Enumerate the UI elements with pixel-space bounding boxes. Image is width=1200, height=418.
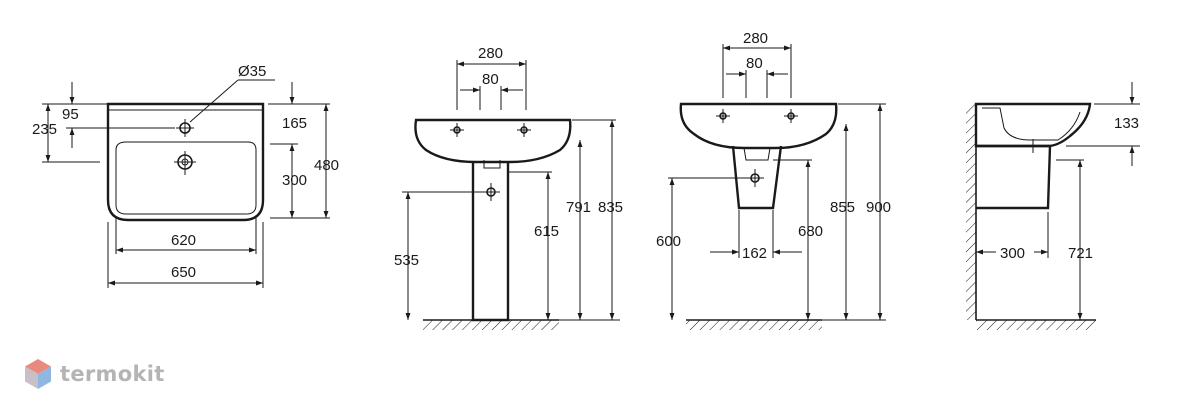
label-535: 535	[394, 252, 419, 269]
front-bowl-outline	[115, 141, 257, 215]
semi-basin	[679, 102, 838, 150]
label-721: 721	[1068, 245, 1093, 262]
label-133: 133	[1114, 115, 1139, 132]
label-680: 680	[798, 223, 823, 240]
wall-outlet-icon	[482, 183, 500, 201]
hole-leader	[189, 79, 239, 123]
side-outlet-icon	[1025, 139, 1041, 153]
label-280: 280	[743, 30, 768, 47]
label-615: 615	[534, 223, 559, 240]
semi-outlet-icon	[746, 169, 764, 187]
label-791: 791	[566, 199, 591, 216]
label-hole-diameter: Ø35	[238, 63, 266, 80]
pedestal-column	[471, 160, 510, 322]
side-bowl	[982, 107, 1081, 141]
label-620: 620	[171, 232, 196, 249]
side-wall-hatch	[966, 104, 976, 320]
label-300: 300	[1000, 245, 1025, 262]
semi-tap-right-icon	[784, 109, 798, 123]
label-280: 280	[478, 45, 503, 62]
front-view: Ø35 95 235 165 300 480 620 650	[32, 63, 339, 288]
side-pedestal	[976, 144, 1052, 210]
semi-tap-left-icon	[716, 109, 730, 123]
front-basin-outline	[106, 102, 265, 222]
label-165: 165	[282, 115, 307, 132]
label-235: 235	[32, 121, 57, 138]
drain-hole-icon	[174, 151, 196, 175]
semi-floor-hatch	[686, 320, 822, 330]
pedestal-trap	[483, 160, 501, 169]
label-300: 300	[282, 172, 307, 189]
label-95: 95	[62, 106, 79, 123]
label-650: 650	[171, 264, 196, 281]
side-view: 133 300 721	[966, 82, 1140, 330]
brand-logo: termokit	[24, 358, 165, 390]
label-80: 80	[746, 55, 763, 72]
label-855: 855	[830, 199, 855, 216]
brand-name: termokit	[60, 362, 165, 386]
semi-pedestal	[731, 145, 783, 210]
label-835: 835	[598, 199, 623, 216]
termokit-logo-icon	[25, 359, 51, 389]
tap-hole-left-icon	[450, 123, 464, 137]
label-600: 600	[656, 233, 681, 250]
tap-hole-right-icon	[517, 123, 531, 137]
label-900: 900	[866, 199, 891, 216]
pedestal-floor-hatch	[423, 320, 559, 330]
side-floor-hatch	[976, 320, 1096, 330]
tap-hole-icon	[176, 119, 194, 137]
label-162: 162	[742, 245, 767, 262]
label-80: 80	[482, 71, 499, 88]
pedestal-basin	[414, 118, 572, 164]
pedestal-view: 280 80 535 615 791 835	[394, 45, 623, 330]
semi-pedestal-view: 280 80 600 162 680 855 900	[656, 30, 891, 330]
label-480: 480	[314, 157, 339, 174]
semi-trap	[743, 147, 771, 161]
